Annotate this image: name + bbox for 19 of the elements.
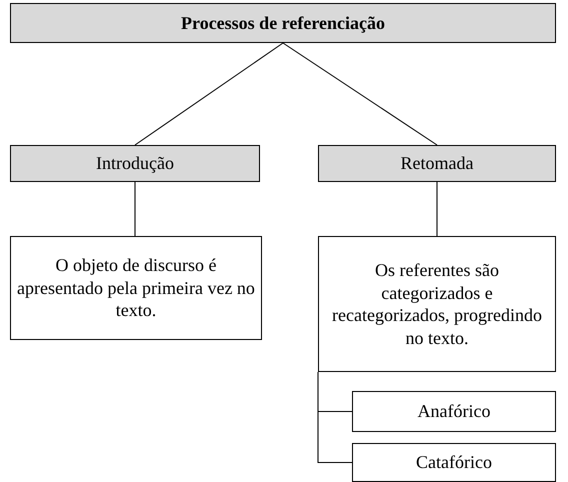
description-box [318, 236, 556, 372]
connector-line [282, 42, 438, 146]
node-text: Os referentes são categorizados e recategorizados, progredindo no texto. [331, 259, 543, 349]
heading-box [10, 3, 556, 43]
node-text: Retomada [400, 152, 474, 175]
category-box [10, 145, 260, 182]
connector-line [134, 42, 284, 146]
category-box [318, 145, 556, 182]
node-text: Anafórico [418, 400, 490, 423]
connector-line [134, 182, 136, 236]
description-box [10, 236, 262, 340]
node-text: Introdução [96, 152, 174, 175]
connector-line [318, 372, 352, 463]
subtype-box [352, 443, 556, 482]
connector-line [436, 182, 438, 236]
node-text: O objeto de discurso é apresentado pela primeira vez no texto. [17, 254, 255, 322]
subtype-box [352, 391, 556, 432]
node-text: Catafórico [416, 451, 492, 474]
node-text: Processos de referenciação [181, 12, 385, 34]
